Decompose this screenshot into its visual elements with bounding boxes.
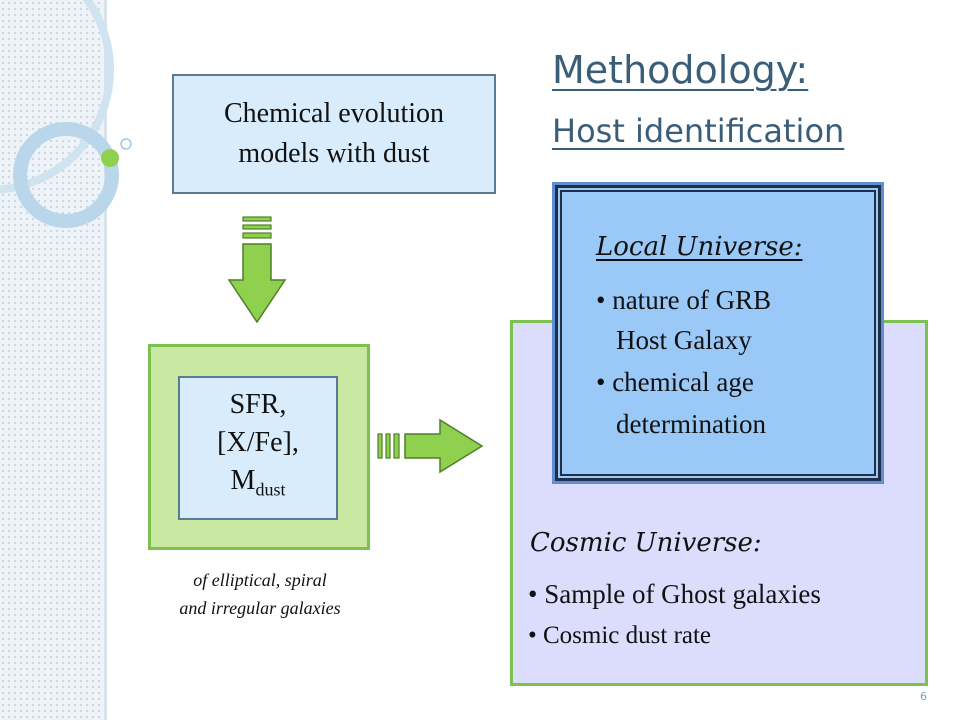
outputs-line-mdust: Mdust — [180, 462, 336, 509]
right-arrow — [377, 418, 484, 474]
medium-ring — [13, 122, 119, 228]
local-universe-box — [552, 182, 884, 484]
local-item-grb-line1: • nature of GRB — [596, 285, 772, 315]
galaxy-types-caption: of elliptical, spiral and irregular gala… — [150, 566, 370, 622]
small-ring — [120, 138, 132, 150]
down-arrow — [228, 216, 287, 324]
caption-line1: of elliptical, spiral — [193, 570, 327, 590]
outputs-line-xfe: [X/Fe], — [217, 427, 299, 458]
slide-subtitle: Host identification — [552, 112, 845, 150]
mdust-main: M — [230, 465, 256, 496]
local-item-age-line2: determination — [616, 409, 766, 439]
local-universe-title: Local Universe: — [596, 232, 803, 262]
mdust-subscript: dust — [255, 479, 286, 500]
decorative-rings — [0, 0, 132, 228]
slide-title: Methodology: — [552, 48, 809, 92]
cosmic-item-dust-rate: • Cosmic dust rate — [528, 622, 712, 649]
outputs-inner-box: SFR, [X/Fe], Mdust — [178, 376, 338, 520]
caption-line2: and irregular galaxies — [179, 598, 341, 618]
outputs-line-sfr: SFR, — [229, 389, 287, 420]
side-strip-edge — [104, 0, 107, 720]
green-dot — [101, 149, 119, 167]
large-ring — [0, 0, 114, 194]
cosmic-universe-title: Cosmic Universe: — [530, 528, 762, 558]
page-number: 6 — [920, 690, 927, 703]
local-universe-inner — [555, 185, 881, 481]
cosmic-item-ghost-galaxies: • Sample of Ghost galaxies — [528, 579, 821, 609]
local-item-age-line1: • chemical age — [596, 367, 754, 397]
local-item-grb-line2: Host Galaxy — [616, 325, 752, 355]
chem-box-line2: models with dust — [238, 138, 430, 169]
decorative-side-strip — [0, 0, 104, 720]
chemical-evolution-box: Chemical evolution models with dust — [172, 74, 496, 194]
chem-box-line1: Chemical evolution — [223, 98, 445, 129]
